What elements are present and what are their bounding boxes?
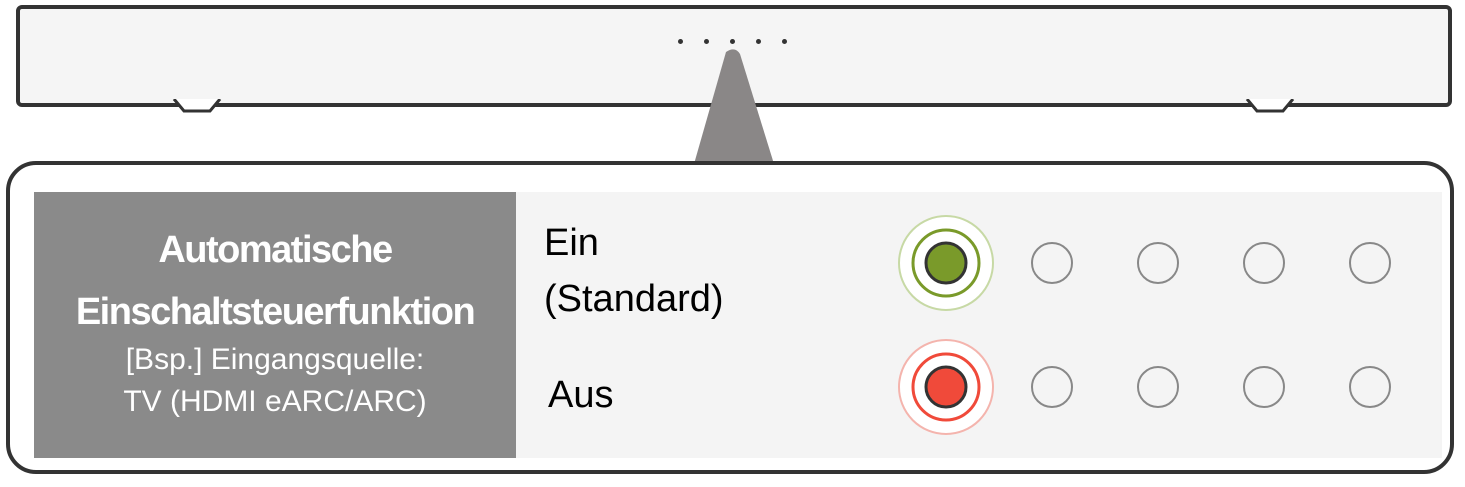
soundbar-led-dot	[678, 39, 683, 44]
soundbar-led-dot	[782, 39, 787, 44]
indicator-led-off	[1137, 366, 1179, 408]
indicator-led-off	[1243, 242, 1285, 284]
soundbar-led-indicators	[678, 39, 788, 45]
soundbar-led-dot	[730, 39, 735, 44]
option-on-label: Ein	[544, 222, 599, 264]
soundbar-foot-left	[172, 99, 222, 113]
indicator-row-off	[898, 339, 1391, 435]
callout-pointer	[694, 49, 774, 164]
soundbar-led-dot	[704, 39, 709, 44]
callout-content: Automatische Einschaltsteuerfunktion [Bs…	[34, 192, 1442, 458]
indicator-ring	[911, 228, 981, 298]
function-title-line2: Einschaltsteuerfunktion	[75, 291, 476, 333]
option-on-default-label: (Standard)	[544, 278, 724, 320]
soundbar-led-dot	[756, 39, 761, 44]
indicator-ring	[911, 352, 981, 422]
indicator-led-off	[1137, 242, 1179, 284]
indicator-led-off	[1031, 242, 1073, 284]
indicator-row-on	[898, 215, 1391, 311]
option-off-label: Aus	[548, 374, 614, 416]
indicator-led-off	[1349, 366, 1391, 408]
example-line1: [Bsp.] Eingangsquelle:	[125, 343, 425, 376]
function-label-box: Automatische Einschaltsteuerfunktion [Bs…	[34, 192, 516, 458]
indicator-led-off	[1349, 242, 1391, 284]
callout-panel: Automatische Einschaltsteuerfunktion [Bs…	[6, 161, 1454, 474]
indicator-led-off	[1031, 366, 1073, 408]
soundbar-foot-right	[1245, 99, 1295, 113]
example-line2: TV (HDMI eARC/ARC)	[123, 385, 427, 418]
indicator-led-off	[1243, 366, 1285, 408]
indicator-led-lit	[924, 365, 968, 409]
function-title-line1: Automatische	[158, 229, 393, 271]
indicator-led-lit	[924, 241, 968, 285]
